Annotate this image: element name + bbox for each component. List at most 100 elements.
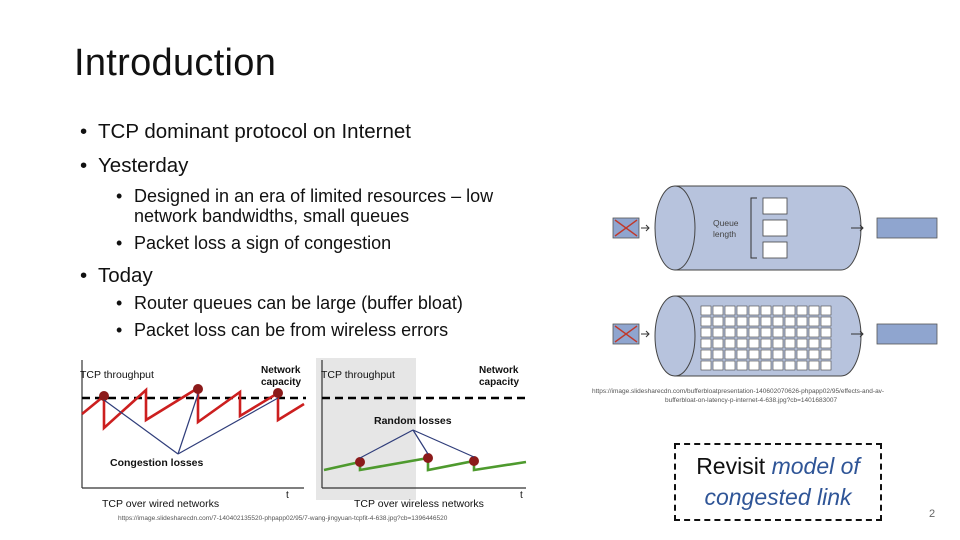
bullet-yesterday: • Yesterday (80, 154, 188, 178)
arrow-icon (851, 224, 864, 232)
queue-cell (724, 327, 736, 338)
sub-bullet-loss: • Packet loss a sign of congestion (116, 233, 391, 254)
callout-emphasis-2: congested link (704, 484, 852, 510)
pipe-large-queue (612, 295, 938, 377)
queue-cell (736, 316, 748, 327)
right-figure-source-url-line-2: bufferbloat-on-latency-p-internet-4-638.… (665, 397, 838, 404)
queue-cell (724, 305, 736, 316)
queue-cell (748, 349, 760, 360)
queue-length-label-1: Queue (713, 218, 739, 228)
pointer-line (103, 399, 179, 455)
queue-cell (796, 349, 808, 360)
wired-loss-marker (99, 391, 109, 401)
queue-cell (700, 338, 712, 349)
queue-cell (736, 349, 748, 360)
queue-cell (736, 338, 748, 349)
wireless-capacity-label-1: Network (479, 365, 519, 376)
queue-cell (724, 338, 736, 349)
bullet-text: Yesterday (98, 154, 189, 177)
queue-cell (820, 360, 832, 371)
pointer-line (412, 429, 475, 458)
queue-cell (808, 360, 820, 371)
sub-bullet-bloat: •Router queues can be large (buffer bloa… (116, 293, 463, 314)
queue-cell (736, 360, 748, 371)
queue-cell (784, 338, 796, 349)
queue-cell (700, 305, 712, 316)
queue-cell (712, 305, 724, 316)
wireless-caption: TCP over wireless networks (354, 498, 484, 510)
queue-cell (712, 327, 724, 338)
pipe-small-queue: Queue length (612, 185, 938, 271)
bullet-today: •Today (80, 264, 153, 288)
queue-cell (772, 316, 784, 327)
wired-capacity-label-2: capacity (261, 377, 301, 388)
wired-x-label: t (286, 490, 289, 501)
pointer-line (177, 397, 279, 455)
queue-cell (820, 338, 832, 349)
arrow-icon (851, 330, 864, 338)
queue-cell (748, 305, 760, 316)
wireless-x-label: t (520, 490, 523, 501)
queue-slot (762, 197, 788, 215)
random-losses-label: Random losses (374, 415, 452, 427)
slide-title: Introduction (74, 42, 277, 84)
output-packet (876, 217, 938, 239)
queue-cell (724, 360, 736, 371)
wired-loss-marker (193, 384, 203, 394)
queue-cell (784, 349, 796, 360)
output-packet (876, 323, 938, 345)
queue-cell (712, 338, 724, 349)
left-figure-source-url: https://image.slidesharecdn.com/7-140402… (118, 515, 448, 522)
wireless-loss-marker (355, 457, 365, 467)
queue-grid (700, 305, 832, 371)
callout-emphasis-1: model of (771, 453, 860, 479)
watermark-shade (316, 358, 416, 500)
queue-cell (760, 349, 772, 360)
queue-cell (748, 327, 760, 338)
queue-cell (736, 305, 748, 316)
pointer-line (412, 429, 429, 455)
bullet-dot: • (116, 233, 123, 253)
revisit-callout: Revisit model of congested link (674, 443, 882, 521)
wireless-y-label: TCP throughput (321, 369, 395, 381)
sub-bullet-text: network bandwidths, small queues (134, 206, 410, 226)
bullet-dot: • (80, 154, 88, 177)
pointer-line (177, 393, 199, 455)
queue-cell (808, 316, 820, 327)
queue-cell (724, 316, 736, 327)
sub-bullet-text: Packet loss a sign of congestion (134, 233, 392, 253)
pipe-end (654, 295, 696, 377)
queue-cell (820, 327, 832, 338)
queue-slot (762, 241, 788, 259)
bullet-tcp: •TCP dominant protocol on Internet (80, 120, 411, 144)
bullet-dot: • (116, 320, 123, 340)
wired-loss-marker (273, 388, 283, 398)
pointer-line (359, 429, 414, 459)
queue-cell (760, 360, 772, 371)
drop-cross-icon (614, 325, 638, 343)
queue-cell (820, 316, 832, 327)
queue-cell (796, 316, 808, 327)
bullet-text: Today (98, 264, 153, 287)
queue-cell (796, 338, 808, 349)
wired-caption: TCP over wired networks (102, 498, 219, 510)
queue-cell (808, 338, 820, 349)
sub-bullet-text: Packet loss can be from wireless errors (134, 320, 449, 340)
queue-cell (760, 316, 772, 327)
callout-prefix: Revisit (696, 453, 772, 479)
sub-bullet-text: Designed in an era of limited resources … (134, 186, 494, 206)
queue-cell (712, 316, 724, 327)
queue-bracket (750, 197, 757, 259)
congestion-losses-label: Congestion losses (110, 457, 204, 469)
wireless-loss-marker (469, 456, 479, 466)
right-figure-source-url-line-1: https://image.slidesharecdn.com/bufferbl… (592, 388, 885, 395)
queue-cell (772, 338, 784, 349)
queue-cell (736, 327, 748, 338)
queue-length-label-2: length (713, 229, 736, 239)
queue-cell (724, 349, 736, 360)
queue-cell (808, 327, 820, 338)
bufferbloat-figure: Queue length (612, 185, 938, 377)
queue-cell (760, 327, 772, 338)
sub-bullet-text: Router queues can be large (buffer bloat… (134, 293, 463, 313)
pipe-end (654, 185, 696, 271)
